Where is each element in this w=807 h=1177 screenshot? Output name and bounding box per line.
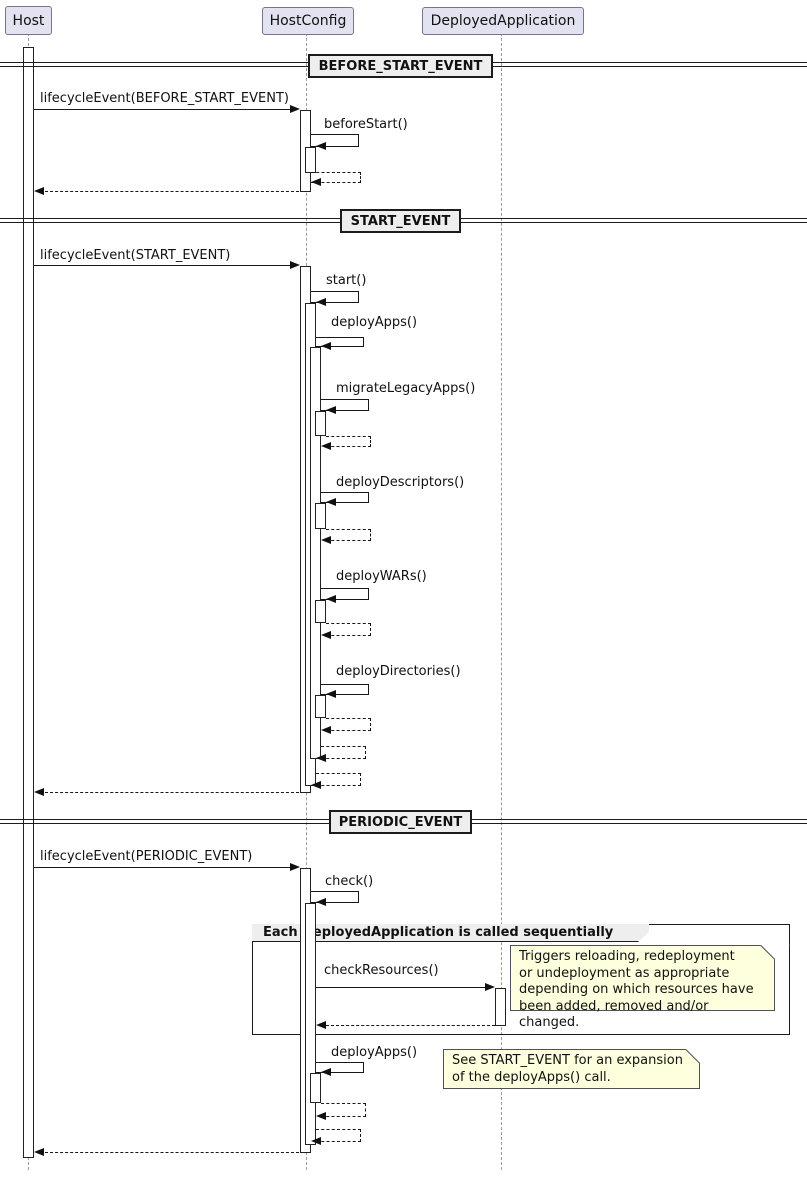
return-arrow — [40, 191, 299, 192]
arrowhead-icon — [311, 1137, 321, 1145]
self-return-arrow — [321, 746, 366, 759]
arrowhead-icon — [316, 298, 326, 306]
arrowhead-icon — [311, 781, 321, 789]
note-check-resources: Triggers reloading, redeployment or unde… — [510, 931, 790, 1030]
arrowhead-icon — [34, 788, 44, 796]
arrowhead-icon — [290, 105, 300, 113]
self-call-arrow — [321, 684, 369, 695]
message-arrow — [34, 265, 291, 266]
arrowhead-icon — [321, 536, 331, 544]
group-header: Each DeployedApplication is called seque… — [252, 924, 649, 942]
self-return-arrow — [316, 773, 361, 786]
note-deploy-apps: See START_EVENT for an expansion of the … — [443, 1035, 715, 1089]
activation-hostconfig-nested — [305, 903, 316, 1145]
arrowhead-icon — [485, 983, 495, 991]
note-text: Triggers reloading, redeployment or unde… — [519, 949, 754, 1030]
message-label: deployDescriptors() — [336, 475, 465, 490]
self-return-arrow — [326, 529, 371, 541]
divider-label: PERIODIC_EVENT — [338, 814, 463, 830]
arrowhead-icon — [321, 631, 331, 639]
arrowhead-icon — [321, 726, 331, 734]
self-call-arrow — [311, 134, 359, 147]
self-call-arrow — [311, 891, 359, 903]
arrowhead-icon — [326, 498, 336, 506]
message-label: deployApps() — [331, 1045, 418, 1060]
arrowhead-icon — [34, 1148, 44, 1156]
group-frame: Each DeployedApplication is called seque… — [252, 924, 790, 1035]
activation-hostconfig-nested — [310, 1073, 321, 1103]
self-return-arrow — [326, 623, 371, 636]
participant-hostconfig-label: HostConfig — [269, 13, 347, 29]
activation-hostconfig-nested — [315, 695, 326, 718]
self-call-arrow — [316, 337, 364, 347]
arrowhead-icon — [326, 595, 336, 603]
arrowhead-icon — [326, 406, 336, 414]
self-return-arrow — [326, 718, 371, 731]
message-arrow — [34, 109, 291, 110]
self-call-arrow — [321, 588, 369, 600]
arrowhead-icon — [311, 178, 321, 186]
note-text: See START_EVENT for an expansion of the … — [452, 1053, 683, 1085]
divider-label: BEFORE_START_EVENT — [318, 58, 483, 74]
activation-hostconfig-nested — [315, 503, 326, 529]
self-return-arrow — [321, 1103, 366, 1117]
activation-host — [23, 47, 34, 1158]
participant-hostconfig: HostConfig — [262, 7, 354, 35]
self-return-arrow — [311, 172, 361, 183]
return-arrow — [40, 792, 299, 793]
message-label: migrateLegacyApps() — [336, 381, 476, 396]
arrowhead-icon — [290, 863, 300, 871]
activation-hostconfig-nested — [310, 347, 321, 759]
divider-start-event: START_EVENT — [340, 209, 461, 233]
divider-periodic-event: PERIODIC_EVENT — [329, 810, 472, 834]
arrowhead-icon — [316, 1021, 326, 1029]
message-label: beforeStart() — [324, 117, 408, 132]
arrowhead-icon — [321, 1068, 331, 1076]
participant-deployedapplication: DeployedApplication — [422, 7, 584, 35]
activation-hostconfig-nested — [315, 600, 326, 623]
lifeline-deployedapplication — [501, 33, 502, 1170]
arrowhead-icon — [290, 261, 300, 269]
message-label: lifecycleEvent(PERIODIC_EVENT) — [40, 849, 253, 864]
activation-hostconfig-nested — [305, 147, 316, 173]
arrowhead-icon — [34, 187, 44, 195]
note-fold-icon — [685, 1035, 715, 1064]
self-call-arrow — [321, 399, 369, 411]
return-arrow — [40, 1152, 299, 1153]
message-label: start() — [326, 273, 367, 288]
message-arrow — [316, 987, 489, 988]
participant-host: Host — [5, 6, 52, 35]
group-title: Each DeployedApplication is called seque… — [263, 925, 614, 940]
participant-host-label: Host — [12, 12, 45, 29]
activation-hostconfig-nested — [315, 411, 326, 436]
message-label: lifecycleEvent(START_EVENT) — [40, 248, 231, 263]
arrowhead-icon — [316, 754, 326, 762]
message-label: lifecycleEvent(BEFORE_START_EVENT) — [40, 91, 289, 106]
arrowhead-icon — [316, 142, 326, 150]
message-label: check() — [325, 874, 374, 889]
message-label: deployDirectories() — [336, 664, 461, 679]
arrowhead-icon — [321, 442, 331, 450]
message-arrow — [34, 867, 291, 868]
arrowhead-icon — [316, 1112, 326, 1120]
arrowhead-icon — [326, 690, 336, 698]
divider-before-start-event: BEFORE_START_EVENT — [308, 54, 493, 78]
message-label: checkResources() — [324, 963, 439, 978]
self-return-arrow — [326, 436, 371, 447]
participant-deployedapplication-label: DeployedApplication — [430, 13, 576, 29]
divider-label: START_EVENT — [350, 213, 451, 229]
return-arrow — [326, 1025, 495, 1026]
message-label: deployApps() — [331, 315, 418, 330]
arrowhead-icon — [321, 342, 331, 350]
self-call-arrow — [311, 291, 359, 303]
self-return-arrow — [316, 1129, 361, 1142]
self-call-arrow — [321, 492, 369, 503]
self-call-arrow — [316, 1062, 364, 1073]
message-label: deployWARs() — [336, 569, 427, 584]
arrowhead-icon — [316, 898, 326, 906]
activation-deployedapplication — [495, 988, 506, 1026]
